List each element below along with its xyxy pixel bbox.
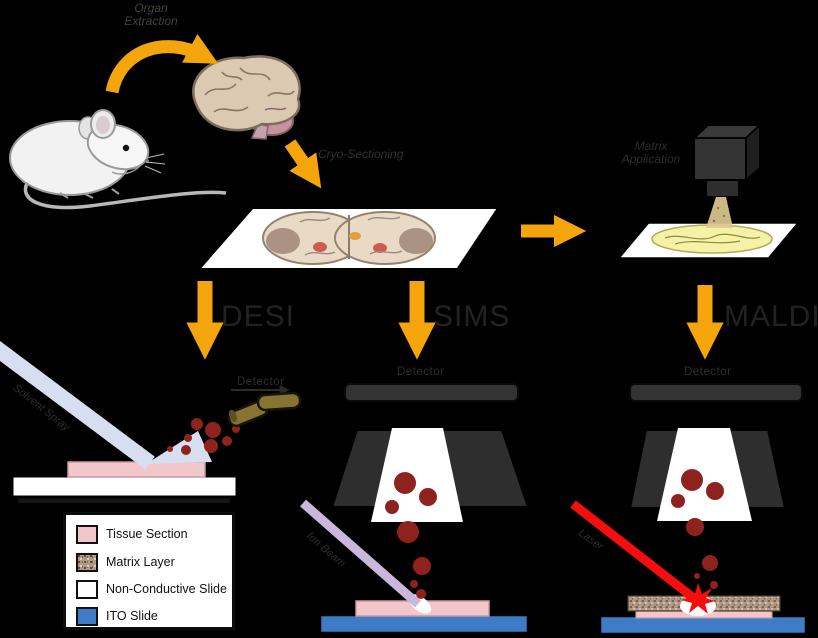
ito-slide-label: ITO Slide [106, 609, 158, 623]
maldi-droplets [671, 469, 724, 589]
sims-station [300, 383, 530, 635]
desi-label: DESI [221, 300, 296, 333]
desi-tissue-section [67, 461, 206, 478]
cryo-sectioning-label: Cryo-Sectioning [318, 147, 404, 161]
nonconductive-slide-label: Non-Conductive Slide [106, 582, 227, 596]
sprayer-nozzle [705, 179, 740, 198]
maldi-label: MALDI [724, 300, 818, 333]
matrix-sprayer [691, 122, 763, 228]
sims-detector-bar [344, 383, 519, 402]
sims-droplets [385, 472, 437, 599]
desi-nonconductive-slide [10, 474, 239, 499]
sims-cone-opening [371, 428, 463, 522]
laser-beam [570, 500, 698, 603]
maldi-detector-label: Detector [684, 366, 732, 378]
organ-extraction-arrow [105, 33, 219, 94]
tissue-section-swatch [76, 525, 98, 544]
spray-cone [706, 197, 733, 228]
desi-droplets [167, 418, 240, 455]
mouse-whiskers [144, 153, 166, 174]
matrix-layer-label: Matrix Layer [106, 555, 175, 569]
matrix-application-label: Matrix Application [621, 139, 681, 167]
matrix-coated-slide [613, 220, 804, 261]
mouse-tail [23, 176, 227, 210]
maldi-detector-bar [629, 383, 803, 402]
maldi-ito-slide [598, 614, 808, 636]
ito-slide-swatch [76, 607, 98, 626]
ion-beam [300, 499, 421, 608]
brain-gyri-lines [204, 67, 295, 113]
matrix-coated-tissue [651, 224, 773, 254]
tissue-detail-lines [299, 216, 403, 256]
sims-ito-slide [318, 613, 530, 635]
sims-label: SIMS [433, 300, 511, 333]
mouse-eye [122, 144, 130, 152]
matrix-layer-swatch [76, 553, 98, 572]
desi-capillary [227, 391, 302, 428]
desi-station [0, 340, 302, 503]
tissue-slide [192, 205, 504, 272]
tissue-section-label: Tissue Section [106, 527, 188, 541]
legend-box: Tissue Section Matrix Layer Non-Conducti… [63, 512, 235, 630]
mouse-illustration [9, 109, 227, 210]
solvent-spray-beam [0, 340, 155, 470]
maldi-station [570, 383, 808, 636]
spray-reflection [146, 431, 212, 464]
desi-detector-label: Detector [237, 376, 285, 388]
nonconductive-slide-swatch [76, 580, 98, 599]
organ-extraction-label: Organ Extraction [124, 1, 178, 29]
brain-illustration [192, 55, 301, 140]
cryo-sectioning-arrow [284, 139, 322, 189]
sims-detector-label: Detector [397, 366, 445, 378]
